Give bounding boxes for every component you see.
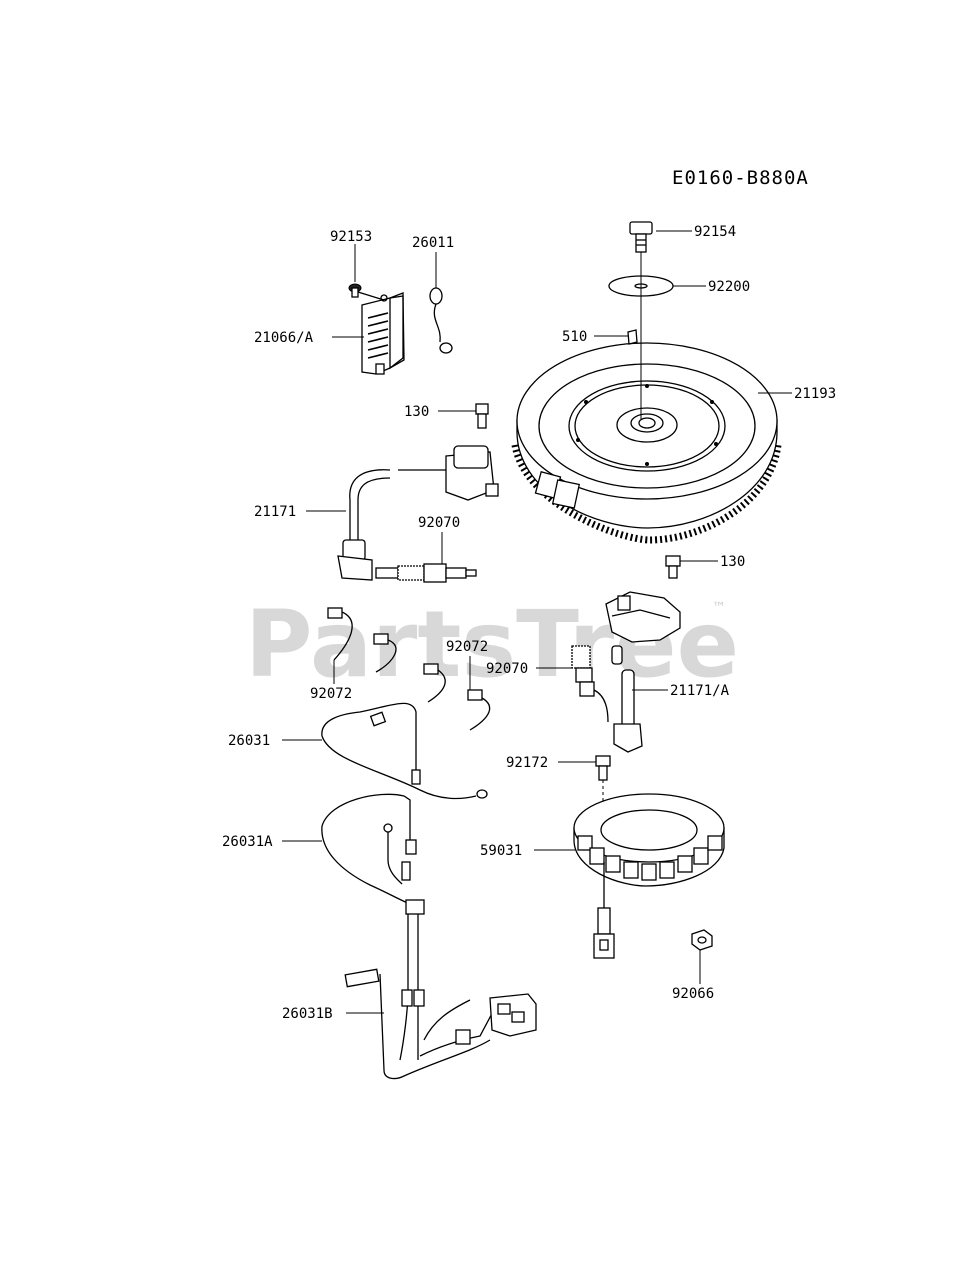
key-510[interactable]: [627, 329, 638, 345]
nut-92066[interactable]: [691, 929, 713, 951]
label-92172[interactable]: 92172: [506, 755, 548, 771]
clip-92072-1[interactable]: [327, 607, 353, 661]
label-130-top[interactable]: 130: [404, 404, 429, 420]
ignition-coil-21171[interactable]: [337, 445, 499, 581]
watermark-trademark: ™: [712, 600, 726, 616]
label-21171a[interactable]: 21171/A: [670, 683, 730, 699]
label-59031[interactable]: 59031: [480, 843, 522, 859]
clip-92072-3[interactable]: [423, 663, 446, 703]
ignition-coil-21171a[interactable]: [605, 591, 681, 753]
label-92153[interactable]: 92153: [330, 229, 372, 245]
diagram-code: E0160-B880A: [672, 167, 809, 189]
label-21193[interactable]: 21193: [794, 386, 836, 402]
ground-wire-26011[interactable]: [429, 287, 453, 354]
label-26011[interactable]: 26011: [412, 235, 454, 251]
label-130-right[interactable]: 130: [720, 554, 745, 570]
bolt-130-top[interactable]: [475, 403, 489, 429]
label-26031[interactable]: 26031: [228, 733, 270, 749]
wire-harness-26031[interactable]: [321, 702, 488, 800]
label-26031b[interactable]: 26031B: [282, 1006, 333, 1022]
flywheel-21193[interactable]: [511, 342, 782, 544]
wire-harness-26031a[interactable]: [321, 793, 425, 915]
label-26031a[interactable]: 26031A: [222, 834, 273, 850]
clip-92072-2[interactable]: [373, 633, 397, 673]
label-92072-right[interactable]: 92072: [446, 639, 488, 655]
label-21066a[interactable]: 21066/A: [254, 330, 314, 346]
stator-59031[interactable]: [573, 793, 725, 959]
wire-harness-26031b[interactable]: [344, 914, 537, 1080]
label-92070-right[interactable]: 92070: [486, 661, 528, 677]
label-92154[interactable]: 92154: [694, 224, 736, 240]
label-92200[interactable]: 92200: [708, 279, 750, 295]
clip-92072-4[interactable]: [467, 689, 491, 731]
bolt-130-right[interactable]: [665, 555, 681, 579]
label-510[interactable]: 510: [562, 329, 587, 345]
bolt-92154[interactable]: [629, 221, 653, 253]
screw-92153[interactable]: [348, 283, 385, 301]
spark-plug-92070-right[interactable]: [571, 645, 609, 723]
label-92066[interactable]: 92066: [672, 986, 714, 1002]
leader-lines: [282, 230, 792, 1014]
spark-plug-92070-top[interactable]: [375, 563, 477, 583]
regulator-21066a[interactable]: [361, 292, 405, 375]
label-21171[interactable]: 21171: [254, 504, 296, 520]
label-92070-top[interactable]: 92070: [418, 515, 460, 531]
bolt-92172[interactable]: [595, 755, 611, 804]
label-92072-left[interactable]: 92072: [310, 686, 352, 702]
